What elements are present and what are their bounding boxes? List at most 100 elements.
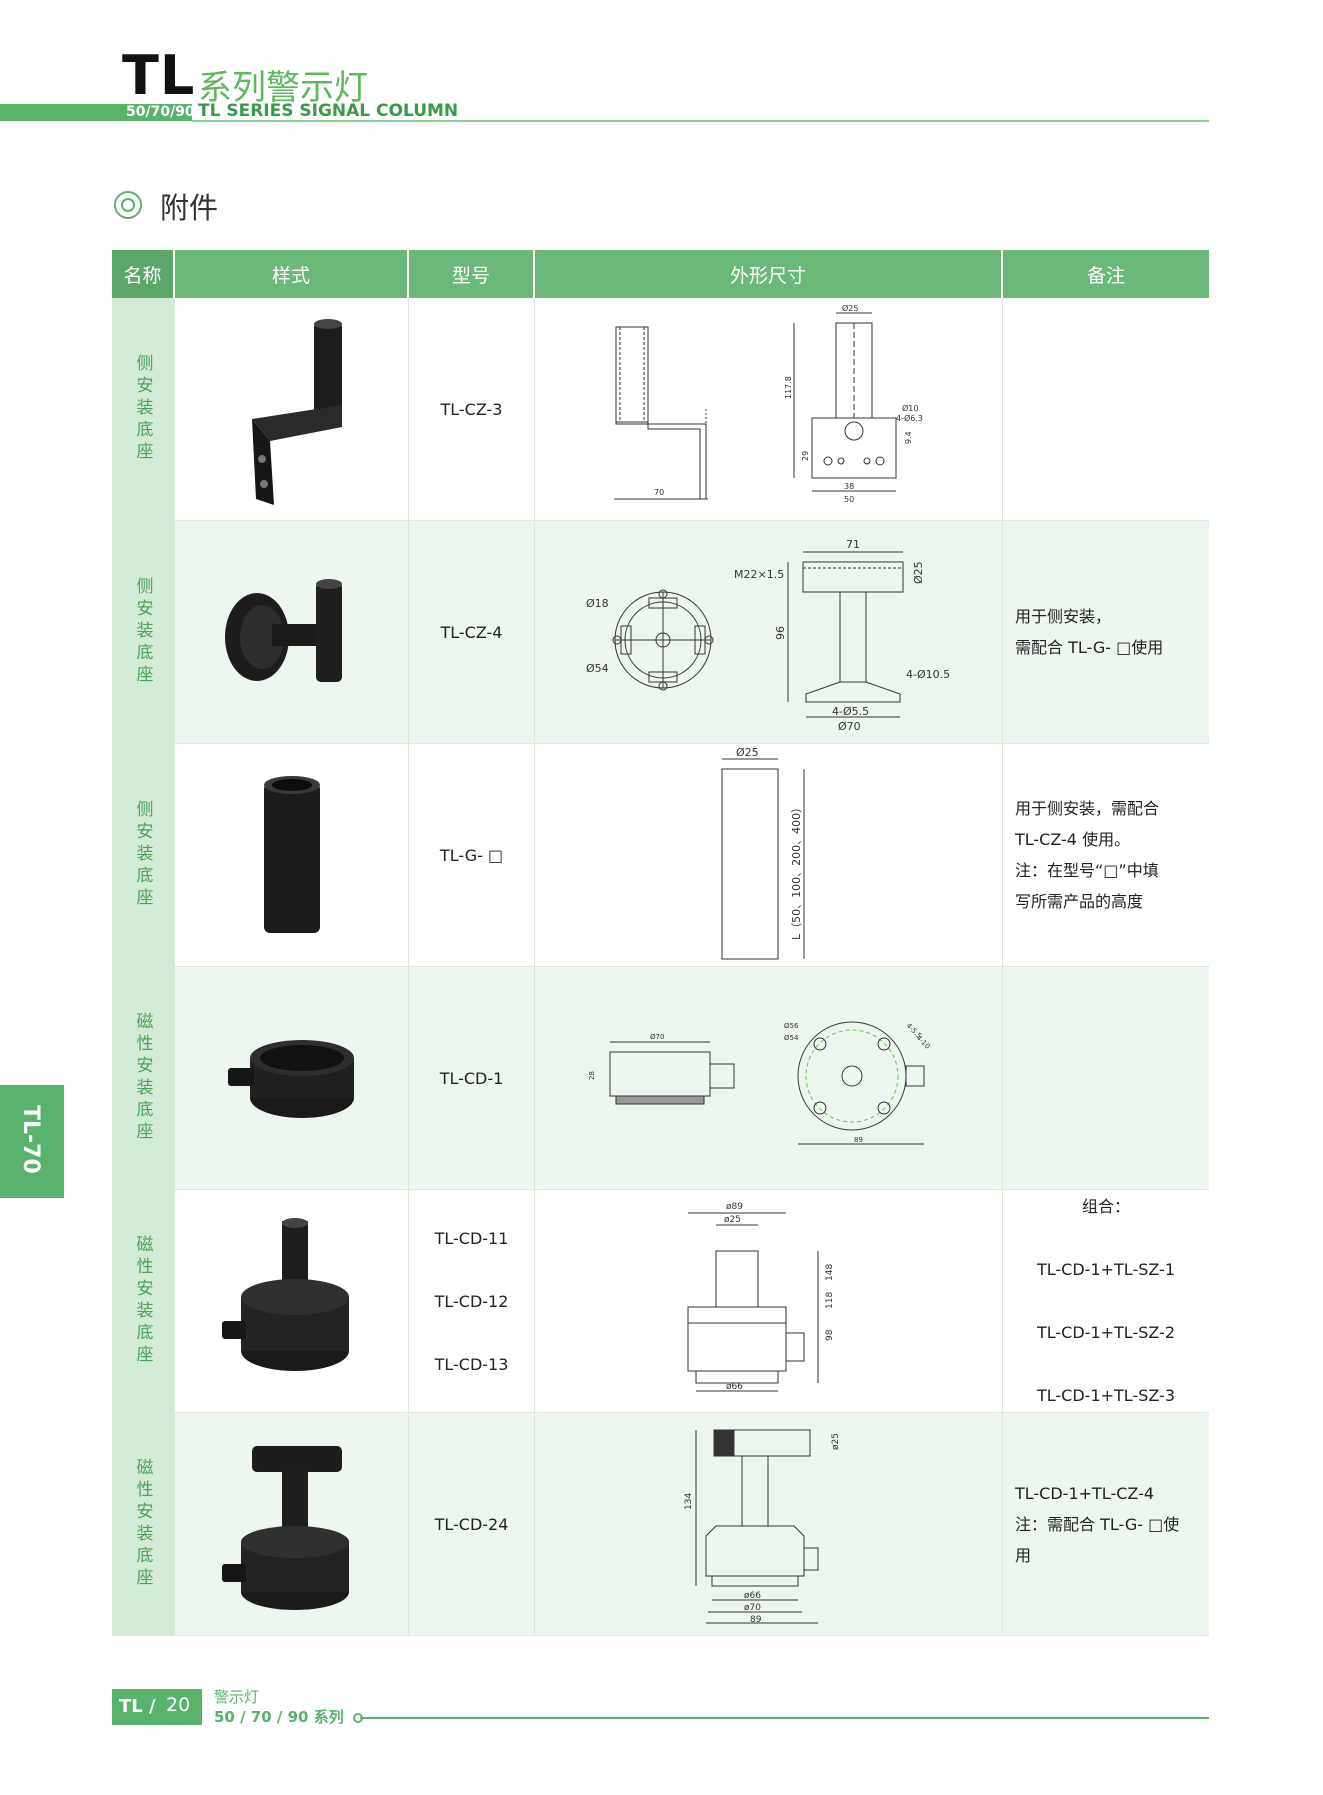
model-number: TL-CD-12 — [434, 1291, 509, 1311]
svg-text:ø66: ø66 — [744, 1591, 761, 1601]
svg-text:Ø25: Ø25 — [842, 303, 858, 313]
side-tab-label: TL-70 — [18, 1105, 43, 1174]
svg-text:Ø70: Ø70 — [838, 720, 861, 733]
svg-text:89: 89 — [854, 1136, 863, 1144]
dimension-drawing-cz3: 70 Ø25 117.8 29 Ø10 4-Ø6.3 9.4 38 50 — [613, 303, 923, 504]
dimension-drawing-cd24: ø25 134 ø66 ø70 89 — [684, 1429, 841, 1625]
section-circle-icon — [114, 191, 142, 219]
svg-text:4-10: 4-10 — [914, 1033, 931, 1050]
svg-text:70: 70 — [654, 488, 664, 497]
model-number: TL-CD-11 — [434, 1228, 509, 1248]
header-series-nums: 50/70/90 — [126, 104, 195, 120]
note-line: 用 — [1015, 1545, 1032, 1565]
product-photo-magnetic-base-pole — [221, 1218, 349, 1371]
svg-text:134: 134 — [684, 1492, 694, 1509]
svg-text:Ø54: Ø54 — [586, 662, 609, 675]
table-header: 名称 样式 型号 外形尺寸 备注 — [112, 250, 1209, 298]
note-line: 注：需配合 TL-G- □使 — [1015, 1514, 1180, 1534]
dimension-drawing-cd1: Ø70 28 Ø56 Ø54 4-5.5 4-10 89 — [588, 1021, 931, 1144]
dimension-drawing-cd11: ø89 ø25 98 118 148 ø66 — [687, 1202, 835, 1392]
brand-logo: TL — [122, 44, 196, 107]
svg-text:Ø56: Ø56 — [784, 1022, 799, 1030]
row-name: 侧安装底座 — [132, 354, 153, 464]
model-number: TL-CD-24 — [434, 1514, 509, 1534]
note-line: TL-CZ-4 使用。 — [1015, 830, 1131, 849]
svg-text:L（50、100、200、400）: L（50、100、200、400） — [790, 801, 803, 939]
svg-text:71: 71 — [846, 538, 860, 551]
svg-text:M22×1.5: M22×1.5 — [734, 568, 784, 581]
table-row: 磁性安装底座 TL-CD-24 ø25 134 — [112, 1413, 1209, 1636]
note-title: 组合： — [1081, 1197, 1130, 1216]
header-dimensions: 外形尺寸 — [535, 250, 1003, 298]
row-name: 磁性安装底座 — [132, 1235, 153, 1367]
note-line: 注：在型号“□”中填 — [1015, 861, 1159, 880]
table-row: 侧安装底座 TL-G- □ Ø25 L（50、100、200、400） 用于侧安… — [112, 744, 1209, 967]
svg-text:117.8: 117.8 — [784, 376, 793, 399]
row-notes: TL-CD-1+TL-CZ-4 注：需配合 TL-G- □使 用 — [1003, 1413, 1209, 1635]
note-line: 写所需产品的高度 — [1015, 892, 1144, 911]
svg-text:29: 29 — [801, 450, 810, 460]
dimension-drawing-tube: Ø25 L（50、100、200、400） — [721, 746, 804, 959]
svg-text:4-Ø5.5: 4-Ø5.5 — [832, 705, 869, 718]
svg-text:ø25: ø25 — [831, 1433, 841, 1450]
svg-text:28: 28 — [588, 1071, 596, 1080]
header-notes: 备注 — [1003, 250, 1209, 298]
svg-text:Ø25: Ø25 — [912, 561, 925, 584]
row-notes — [1003, 298, 1209, 520]
note-line: 用于侧安装，需配合 — [1015, 799, 1160, 818]
row-notes: 组合： TL-CD-1+TL-SZ-1 TL-CD-1+TL-SZ-2 TL-C… — [1003, 1190, 1209, 1412]
product-photo-magnetic-base — [227, 1040, 354, 1118]
note-line: TL-CD-1+TL-SZ-1 — [1037, 1260, 1175, 1279]
dimension-drawing-cz4: Ø18 Ø54 71 M22×1.5 Ø25 96 4-Ø10.5 4-Ø5.5… — [586, 538, 950, 733]
model-number: TL-CD-13 — [434, 1354, 509, 1374]
product-photo-tube — [263, 776, 320, 933]
header-rule — [192, 120, 1209, 122]
row-notes: 用于侧安装，需配合 TL-CZ-4 使用。 注：在型号“□”中填 写所需产品的高… — [1003, 744, 1209, 966]
svg-text:ø25: ø25 — [724, 1215, 741, 1225]
row-name: 侧安装底座 — [132, 800, 153, 910]
product-photo-bracket — [251, 319, 342, 505]
table-row: 磁性安装底座 TL-CD-1 Ø70 28 — [112, 967, 1209, 1190]
note-line: 用于侧安装， — [1015, 607, 1112, 626]
header-style: 样式 — [175, 250, 409, 298]
footer-page-box — [112, 1689, 202, 1725]
product-photo-tee-mount — [224, 579, 342, 682]
header-title-en: TL SERIES SIGNAL COLUMN — [198, 101, 459, 121]
header-name: 名称 — [112, 250, 175, 298]
note-line: TL-CD-1+TL-SZ-2 — [1037, 1323, 1175, 1342]
svg-text:Ø10: Ø10 — [902, 403, 918, 413]
footer-brand: TL / — [119, 1696, 156, 1717]
row-notes — [1003, 967, 1209, 1189]
svg-text:96: 96 — [774, 626, 787, 640]
svg-text:9.4: 9.4 — [904, 431, 913, 444]
footer-rule — [360, 1717, 1209, 1719]
svg-text:ø89: ø89 — [726, 1202, 743, 1212]
product-photo-magnetic-base-tee — [221, 1446, 349, 1610]
header-model: 型号 — [409, 250, 535, 298]
table-row: 侧安装底座 TL-CZ-3 70 — [112, 298, 1209, 521]
svg-text:38: 38 — [844, 482, 854, 491]
header-title-cn: 系列警示灯 — [198, 68, 368, 108]
svg-text:ø66: ø66 — [726, 1382, 743, 1392]
svg-text:89: 89 — [750, 1615, 762, 1625]
row-name: 磁性安装底座 — [132, 1012, 153, 1144]
section-title: 附件 — [160, 191, 219, 225]
svg-text:98: 98 — [825, 1329, 835, 1341]
model-number: TL-CZ-4 — [440, 622, 503, 642]
svg-text:118: 118 — [825, 1291, 835, 1308]
svg-text:4-Ø10.5: 4-Ø10.5 — [906, 668, 950, 681]
note-line: TL-CD-1+TL-CZ-4 — [1015, 1483, 1155, 1503]
model-number: TL-CZ-3 — [440, 399, 503, 419]
page-number: 20 — [166, 1694, 191, 1716]
side-tab: TL-70 — [0, 1085, 64, 1198]
note-line: 需配合 TL-G- □使用 — [1015, 638, 1164, 657]
table-row: 侧安装底座 TL-CZ-4 — [112, 521, 1209, 744]
note-line: TL-CD-1+TL-SZ-3 — [1037, 1386, 1175, 1405]
footer-category: 警示灯 — [214, 1688, 260, 1706]
header-accent-bar — [0, 104, 192, 121]
svg-text:4-Ø6.3: 4-Ø6.3 — [896, 413, 923, 423]
svg-text:Ø54: Ø54 — [784, 1034, 799, 1042]
svg-text:50: 50 — [844, 495, 854, 504]
svg-text:ø70: ø70 — [744, 1603, 761, 1613]
footer-series: 50 / 70 / 90 系列 — [214, 1708, 344, 1726]
